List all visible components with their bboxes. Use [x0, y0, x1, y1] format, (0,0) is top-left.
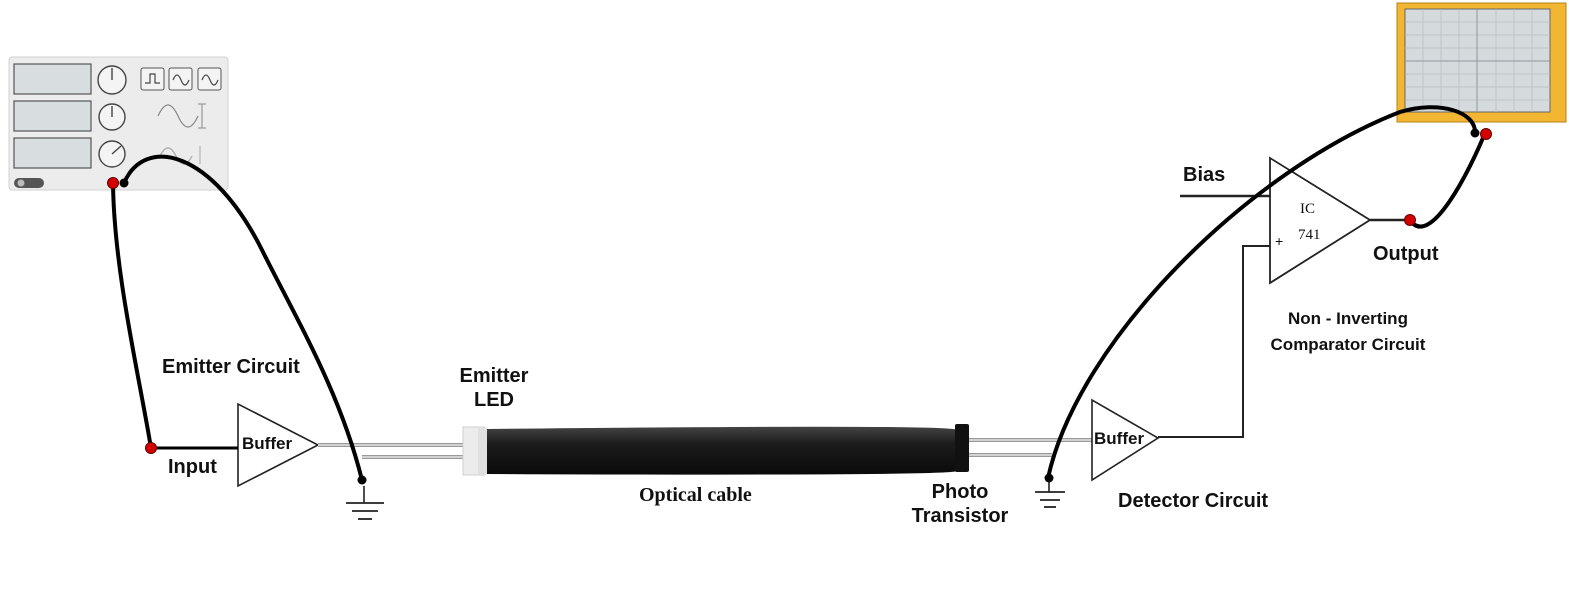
- ic-number-label: 741: [1298, 227, 1321, 243]
- ic-label: IC: [1300, 201, 1315, 217]
- plus-input-label: +: [1275, 233, 1284, 249]
- input-terminal[interactable]: [145, 442, 157, 454]
- detector-buffer-label: Buffer: [1094, 429, 1145, 448]
- op-amp-ic741: [1269, 156, 1372, 285]
- bias-label: Bias: [1183, 164, 1226, 186]
- emitter-buffer: [237, 402, 320, 488]
- input-label: Input: [168, 456, 217, 478]
- photo-transistor-label-line1: Photo: [931, 481, 989, 503]
- comparator-circuit-label: Non - Inverting Comparator Circuit: [1248, 306, 1448, 357]
- optical-cable: [487, 426, 957, 475]
- generator-output-terminal[interactable]: [107, 177, 119, 189]
- photo-transistor: [955, 424, 969, 472]
- photo-transistor-label: Photo Transistor: [900, 480, 1020, 528]
- square-wave-button[interactable]: [140, 67, 165, 91]
- generator-display-2: [13, 100, 92, 132]
- detector-buffer: [1091, 398, 1160, 482]
- emitter-led-label-line1: Emitter: [459, 365, 529, 387]
- emitter-buffer-label: Buffer: [242, 434, 293, 453]
- output-terminal[interactable]: [1404, 214, 1416, 226]
- generator-to-ground-wire: [122, 154, 364, 481]
- detector-to-comparator-wire: [1158, 245, 1270, 438]
- function-generator: [8, 56, 229, 191]
- scope-to-detector-ground-wire: [1046, 105, 1477, 479]
- amplitude-indicator-icon: [157, 103, 206, 129]
- generator-to-input-wire: [111, 182, 153, 449]
- scope-input-terminal[interactable]: [1480, 128, 1492, 140]
- sine-wave-button[interactable]: [168, 67, 193, 91]
- generator-display-1: [13, 63, 92, 95]
- emitter-circuit-label: Emitter Circuit: [162, 356, 300, 378]
- output-label: Output: [1373, 243, 1439, 265]
- triangle-wave-button[interactable]: [197, 67, 222, 91]
- comparator-label-line1: Non - Inverting: [1288, 309, 1408, 328]
- oscilloscope: [1396, 2, 1567, 123]
- photo-transistor-label-line2: Transistor: [911, 505, 1009, 527]
- generator-display-3: [13, 137, 92, 169]
- optical-cable-label: Optical cable: [639, 484, 752, 506]
- output-to-scope-wire: [1408, 132, 1487, 229]
- detector-circuit-label: Detector Circuit: [1118, 490, 1269, 512]
- comparator-label-line2: Comparator Circuit: [1270, 334, 1426, 354]
- emitter-led-label-line2: LED: [474, 389, 514, 411]
- emitter-ground-icon: [346, 486, 384, 520]
- emitter-led-label: Emitter LED: [444, 364, 544, 412]
